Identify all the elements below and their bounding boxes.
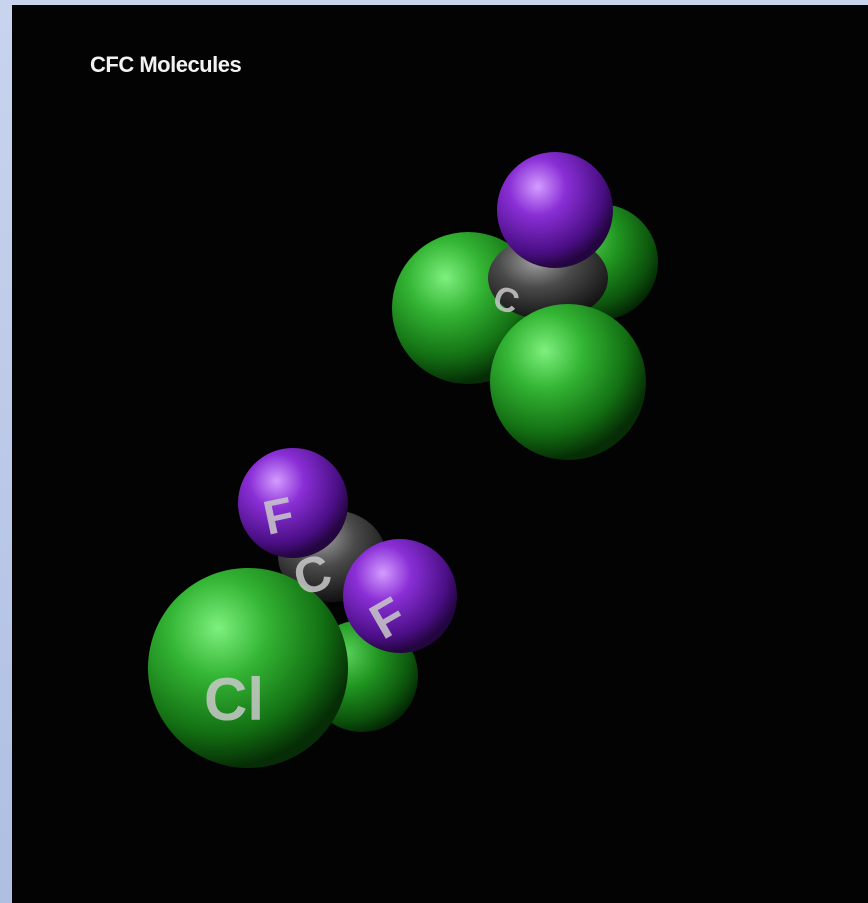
chlorine-atom — [148, 568, 348, 768]
fluorine-atom — [238, 448, 348, 558]
image-canvas — [12, 5, 868, 903]
fluorine-atom — [343, 539, 457, 653]
molecule-bottom: F C F Cl — [148, 448, 457, 768]
fluorine-atom — [497, 152, 613, 268]
chlorine-label: Cl — [204, 666, 264, 733]
chlorine-atom — [490, 304, 646, 460]
image-title: CFC Molecules — [90, 52, 242, 77]
molecule-top: C — [392, 152, 658, 460]
